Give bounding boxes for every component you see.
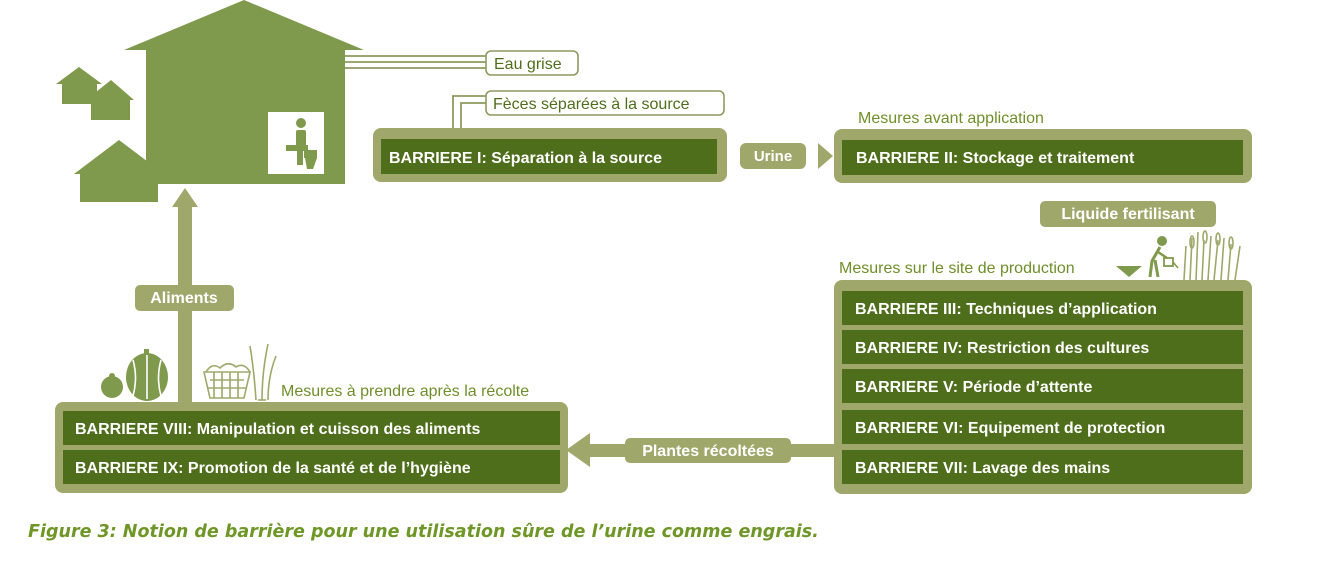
- barrier-9-label: BARRIERE IX: Promotion de la santé et de…: [75, 460, 471, 477]
- feces-label: Fèces séparées à la source: [493, 96, 690, 113]
- aliments-label: Aliments: [150, 290, 218, 307]
- plantes-recoltees-label: Plantes récoltées: [642, 443, 774, 460]
- feces-pipes: [452, 95, 486, 128]
- liquide-fertilisant-pill: [1040, 201, 1216, 227]
- barrier-2-label: BARRIERE II: Stockage et traitement: [856, 150, 1135, 167]
- farmer-watering-icon: [1148, 236, 1179, 278]
- liquide-fertilisant-label: Liquide fertilisant: [1061, 206, 1195, 223]
- barrier-5-box: [842, 369, 1243, 403]
- barrier-4-box: [842, 330, 1243, 364]
- mesures-apres-label: Mesures à prendre après la récolte: [281, 383, 529, 400]
- barrier-4-label: BARRIERE IV: Restriction des cultures: [855, 340, 1149, 357]
- feces-box: [485, 90, 725, 116]
- barrier-3-label: BARRIERE III: Techniques d’application: [855, 301, 1157, 318]
- aliments-arrowhead: [172, 188, 198, 207]
- barrier-8-box: [63, 411, 560, 445]
- plantes-arrowhead: [566, 433, 590, 467]
- eau-grise-box: [485, 50, 579, 76]
- plantes-recoltees-pill: [625, 438, 791, 463]
- toilet-icon: [286, 118, 317, 169]
- barrier-2-box: [842, 140, 1243, 175]
- barrier-7-label: BARRIERE VII: Lavage des mains: [855, 460, 1110, 477]
- barrier-8-label: BARRIERE VIII: Manipulation et cuisson d…: [75, 421, 481, 438]
- barrier-3-box: [842, 291, 1243, 325]
- aliments-pill: [135, 285, 234, 311]
- mesures-site-label: Mesures sur le site de production: [839, 260, 1075, 277]
- basket-icon: [202, 362, 252, 399]
- leek-icon: [249, 343, 277, 401]
- small-houses-icon: [56, 67, 164, 202]
- barrier-1-label: BARRIERE I: Séparation à la source: [389, 150, 662, 167]
- mesures-avant-label: Mesures avant application: [858, 110, 1044, 127]
- grey-water-pipes: [345, 55, 486, 69]
- barrier-7-box: [842, 450, 1243, 484]
- barrier-6-label: BARRIERE VI: Equipement de protection: [855, 420, 1165, 437]
- figure-caption: Figure 3: Notion de barrière pour une ut…: [28, 522, 819, 542]
- barrier-9-box: [63, 450, 560, 484]
- vegetables-icon: [101, 349, 168, 401]
- crops-icon: [1183, 230, 1241, 281]
- barrier-1-box: [381, 139, 717, 174]
- eau-grise-label: Eau grise: [494, 56, 562, 73]
- barrier-6-box: [842, 410, 1243, 444]
- urine-label: Urine: [754, 148, 792, 165]
- urine-arrow: [818, 143, 833, 169]
- barrier-5-label: BARRIERE V: Période d’attente: [855, 379, 1092, 396]
- mesures-site-arrow: [1116, 266, 1142, 277]
- main-house-icon: [124, 0, 364, 184]
- urine-pill: [740, 143, 806, 169]
